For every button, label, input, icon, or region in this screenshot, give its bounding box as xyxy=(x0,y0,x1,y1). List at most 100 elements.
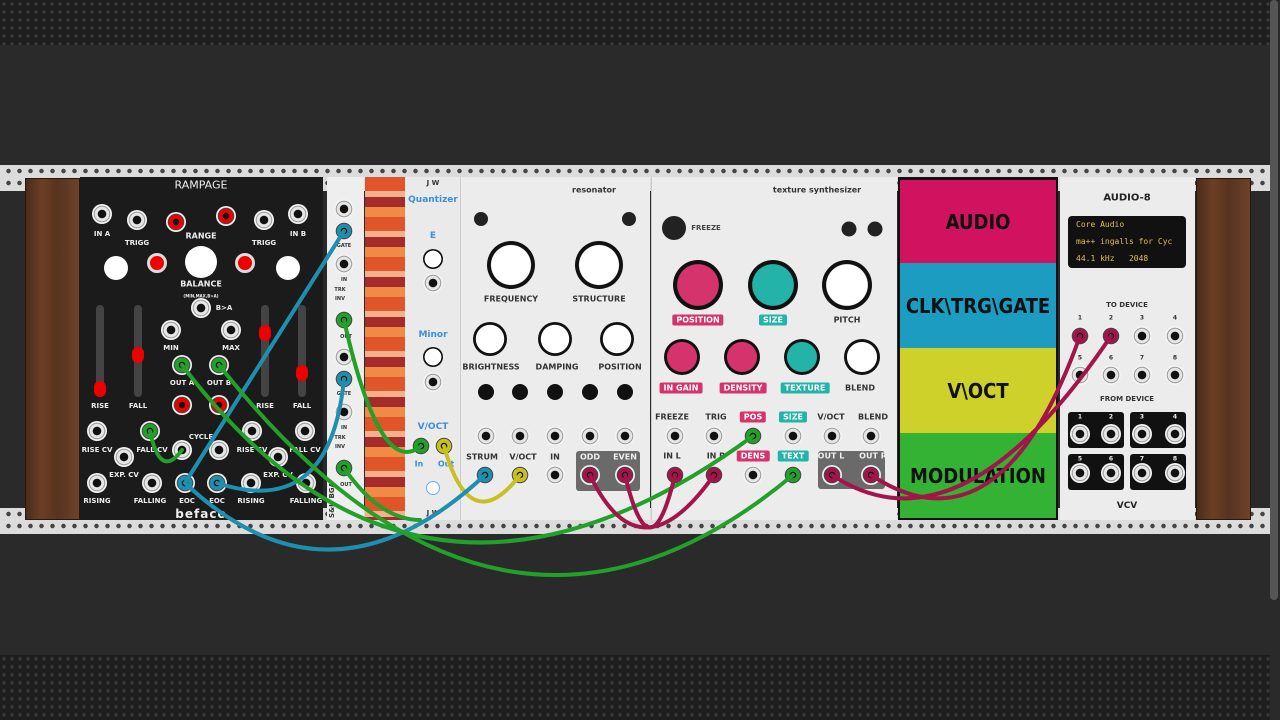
sh-out-jack[interactable] xyxy=(334,458,354,478)
texture-io-jack[interactable] xyxy=(822,465,842,485)
attenuverter-knob[interactable] xyxy=(617,384,633,400)
position-knob[interactable] xyxy=(600,322,634,356)
sample-rate[interactable]: 44.1 kHz xyxy=(1076,254,1115,263)
eoc-b-jack[interactable] xyxy=(207,473,227,493)
to-device-jack-6[interactable] xyxy=(1101,365,1121,385)
scale-knob[interactable] xyxy=(423,347,443,367)
falling-a-jack[interactable] xyxy=(142,473,162,493)
in-b-jack[interactable] xyxy=(288,204,308,224)
attenuverter-knob[interactable] xyxy=(512,384,528,400)
sh-gate-jack[interactable] xyxy=(334,369,354,389)
to-device-jack-1[interactable] xyxy=(1070,326,1090,346)
texture-cv-jack[interactable] xyxy=(665,426,685,446)
fall-slider-b[interactable] xyxy=(296,305,308,397)
exp-cv-a-jack[interactable] xyxy=(114,447,134,467)
texture-cv-jack[interactable] xyxy=(743,426,763,446)
cv-jack[interactable] xyxy=(476,426,496,446)
mode-button[interactable] xyxy=(474,212,488,226)
rise-slider-b[interactable] xyxy=(259,305,271,397)
cycle-b-jack[interactable] xyxy=(209,440,229,460)
eoc-a-jack[interactable] xyxy=(175,473,195,493)
quantizer-in-jack[interactable] xyxy=(411,436,431,456)
shape-knob-b[interactable] xyxy=(276,256,300,280)
out-a-jack[interactable] xyxy=(172,355,192,375)
freeze-button[interactable] xyxy=(662,216,686,240)
audio-driver[interactable]: Core Audio xyxy=(1076,220,1125,229)
in-jack[interactable] xyxy=(545,465,565,485)
damping-knob[interactable] xyxy=(538,322,572,356)
cv-jack[interactable] xyxy=(545,426,565,446)
fall-cv-b-jack[interactable] xyxy=(295,421,315,441)
rising-b-jack[interactable] xyxy=(241,473,261,493)
in-a-jack[interactable] xyxy=(92,204,112,224)
texture-io-jack[interactable] xyxy=(665,465,685,485)
rising-a-jack[interactable] xyxy=(87,473,107,493)
root-cv-jack[interactable] xyxy=(423,273,443,293)
odd-jack[interactable] xyxy=(580,465,600,485)
attenuverter-knob[interactable] xyxy=(582,384,598,400)
sh-out-jack[interactable] xyxy=(334,310,354,330)
sh-in-jack[interactable] xyxy=(334,254,354,274)
balance-knob[interactable] xyxy=(185,246,217,278)
from-device-jack-8[interactable] xyxy=(1165,463,1185,483)
trigg-button-b[interactable] xyxy=(235,253,255,273)
shape-knob-a[interactable] xyxy=(104,256,128,280)
cycle-a-jack[interactable] xyxy=(172,440,192,460)
to-device-jack-3[interactable] xyxy=(1132,326,1152,346)
from-device-jack-7[interactable] xyxy=(1132,463,1152,483)
save-button[interactable] xyxy=(867,221,883,237)
from-device-jack-5[interactable] xyxy=(1070,463,1090,483)
attenuverter-knob[interactable] xyxy=(478,384,494,400)
frequency-knob[interactable] xyxy=(487,241,535,289)
cycle-button-a[interactable] xyxy=(172,395,192,415)
falling-b-jack[interactable] xyxy=(296,473,316,493)
block-size[interactable]: 2048 xyxy=(1128,254,1149,263)
texture-io-jack[interactable] xyxy=(861,465,881,485)
position-knob[interactable] xyxy=(673,260,723,310)
to-device-jack-4[interactable] xyxy=(1165,326,1185,346)
trigg-b-jack[interactable] xyxy=(254,210,274,230)
size-knob[interactable] xyxy=(748,260,798,310)
max-jack[interactable] xyxy=(221,320,241,340)
texture-io-jack[interactable] xyxy=(743,465,763,485)
sh-in-jack[interactable] xyxy=(334,402,354,422)
to-device-jack-5[interactable] xyxy=(1070,365,1090,385)
in-gain-knob[interactable] xyxy=(664,339,700,375)
from-device-jack-4[interactable] xyxy=(1165,424,1185,444)
quantizer-out-jack[interactable] xyxy=(434,436,454,456)
sh-button[interactable] xyxy=(334,347,354,367)
rise-cv-a-jack[interactable] xyxy=(87,421,107,441)
range-switch-a[interactable] xyxy=(166,212,186,232)
brightness-knob[interactable] xyxy=(473,322,507,356)
to-device-jack-2[interactable] xyxy=(1101,326,1121,346)
scale-cv-jack[interactable] xyxy=(423,372,443,392)
trigg-a-jack[interactable] xyxy=(127,210,147,230)
audio-device[interactable]: ma++ ingalls for Cyc xyxy=(1076,237,1173,246)
cv-jack[interactable] xyxy=(510,426,530,446)
to-device-jack-7[interactable] xyxy=(1132,365,1152,385)
min-jack[interactable] xyxy=(161,320,181,340)
attenuverter-knob[interactable] xyxy=(547,384,563,400)
load-button[interactable] xyxy=(841,221,857,237)
from-device-jack-6[interactable] xyxy=(1101,463,1121,483)
cv-jack[interactable] xyxy=(615,426,635,446)
out-b-jack[interactable] xyxy=(209,355,229,375)
structure-knob[interactable] xyxy=(575,241,623,289)
sh-gate-jack[interactable] xyxy=(334,221,354,241)
texture-io-jack[interactable] xyxy=(783,465,803,485)
trigg-button-a[interactable] xyxy=(147,253,167,273)
from-device-jack-2[interactable] xyxy=(1101,424,1121,444)
texture-cv-jack[interactable] xyxy=(822,426,842,446)
cv-jack[interactable] xyxy=(580,426,600,446)
blend-knob[interactable] xyxy=(844,339,880,375)
density-knob[interactable] xyxy=(724,339,760,375)
texture-cv-jack[interactable] xyxy=(704,426,724,446)
fall-slider-a[interactable] xyxy=(132,305,144,397)
texture-cv-jack[interactable] xyxy=(783,426,803,446)
even-jack[interactable] xyxy=(615,465,635,485)
from-device-jack-3[interactable] xyxy=(1132,424,1152,444)
texture-cv-jack[interactable] xyxy=(861,426,881,446)
from-device-jack-1[interactable] xyxy=(1070,424,1090,444)
strum-jack[interactable] xyxy=(475,465,495,485)
cycle-button-b[interactable] xyxy=(209,395,229,415)
